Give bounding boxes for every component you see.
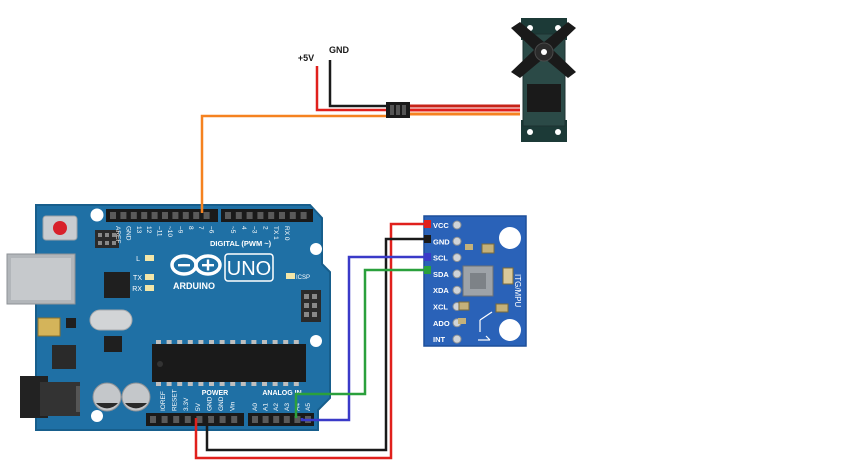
usb-port	[6, 253, 76, 305]
mpu-pin-label: VCC	[433, 221, 449, 230]
led-tx: TX	[133, 274, 154, 282]
mpu-vcc-wire	[194, 222, 428, 460]
digital-pin-label: ~3	[251, 226, 258, 234]
led-rx: RX	[132, 285, 154, 293]
analog-pin-label: A4	[294, 403, 301, 411]
small-chip	[104, 336, 122, 352]
mpu-pin-label: GND	[433, 237, 450, 246]
power-pin-labels: IOREF RESET 3.3V 5V GND GND Vin	[160, 389, 237, 411]
power-pin-label: Vin	[230, 401, 237, 411]
digital-pin-label: 13	[135, 226, 142, 234]
axis-orientation-icon	[478, 311, 493, 341]
digital-header-label: DIGITAL (PWM ~)	[210, 239, 272, 248]
power-pin-label: 3.3V	[183, 397, 190, 411]
mounting-hole	[499, 227, 521, 249]
led-l: L	[136, 255, 154, 263]
power-jack	[20, 376, 80, 418]
icsp-label: ICSP	[296, 275, 310, 281]
icsp-header	[301, 290, 321, 322]
digital-pin-label: 7	[197, 226, 204, 230]
mpu-pin-labels: VCC GND SCL SDA XDA XCL ADO INT	[433, 221, 450, 344]
crystal-oscillator	[89, 309, 133, 331]
servo-vcc-wire	[315, 66, 387, 112]
servo-horn-icon	[511, 22, 576, 78]
analog-header-label: ANALOG IN	[262, 390, 301, 397]
digital-pin-label: 8	[187, 226, 194, 230]
power-pin-label: IOREF	[160, 391, 167, 411]
svg-text:L: L	[136, 256, 140, 263]
mounting-hole	[310, 243, 322, 255]
usb-chip	[104, 272, 130, 298]
mpu-pin-label: ADO	[433, 319, 450, 328]
mpu-pin-label: SCL	[433, 254, 448, 263]
mpu-module-board: VCC GND SCL SDA XDA XCL ADO INT ITG/MPU	[423, 215, 527, 347]
svg-text:RX: RX	[132, 286, 142, 293]
uno-model-label: UNO	[227, 258, 271, 280]
power-pin-label: GND	[218, 396, 225, 411]
wires	[194, 60, 520, 460]
power-pin-label: RESET	[172, 389, 179, 411]
mpu-board-text: ITG/MPU	[513, 274, 522, 308]
digital-pin-label: ~5	[229, 226, 236, 234]
digital-pin-label: 12	[145, 226, 152, 234]
mpu-pin-label: XCL	[433, 303, 448, 312]
digital-pin-label: ~11	[156, 226, 163, 237]
digital-pin-label: 4	[240, 226, 247, 230]
atmega-chip	[152, 344, 306, 382]
mounting-hole	[91, 410, 103, 422]
digital-pin-label: ~6	[208, 226, 215, 234]
capacitor	[92, 382, 122, 412]
power-pin-label: GND	[206, 396, 213, 411]
svg-text:TX: TX	[133, 275, 142, 282]
servo-connector	[386, 102, 410, 118]
analog-pin-label: A2	[273, 403, 280, 411]
gnd-label: GND	[329, 45, 350, 55]
mpu-pin-label: SDA	[433, 270, 449, 279]
arduino-logo-icon	[170, 254, 222, 276]
power-header-label: POWER	[202, 390, 228, 397]
analog-pin-label: A1	[263, 403, 270, 411]
servo-motor	[511, 18, 576, 142]
capacitor	[121, 382, 151, 412]
mpu-sda-wire	[294, 268, 428, 418]
regulator-chip	[52, 345, 76, 369]
mpu-pin-label: INT	[433, 335, 446, 344]
digital-pin-label: AREF	[114, 226, 121, 243]
mpu-gnd-wire	[205, 237, 428, 452]
digital-pin-label: TX 1	[272, 226, 279, 240]
servo-gnd-wire	[328, 60, 387, 108]
mounting-hole	[499, 319, 521, 341]
mounting-hole	[90, 208, 104, 222]
servo-signal-wire	[200, 114, 387, 213]
mounting-hole	[310, 335, 322, 347]
digital-pin-label: ~10	[166, 226, 173, 237]
analog-pin-label: A3	[284, 403, 291, 411]
mpu-sensor-chip	[462, 265, 494, 297]
analog-pin-label: A0	[252, 403, 259, 411]
uno-label-box	[224, 253, 274, 282]
digital-pin-label: ~9	[176, 226, 183, 234]
digital-header-right	[221, 209, 313, 222]
led-on	[286, 273, 295, 279]
chip-pins	[156, 340, 299, 386]
reset-button[interactable]	[42, 215, 78, 241]
digital-pin-label: RX 0	[283, 226, 290, 241]
digital-pin-label: GND	[124, 226, 131, 241]
digital-pin-label: 2	[261, 226, 268, 230]
power-pin-label: 5V	[195, 402, 202, 411]
mpu-pin-label: XDA	[433, 286, 449, 295]
vcc-label: +5V	[298, 53, 314, 63]
arduino-brand-label: ARDUINO	[173, 281, 215, 291]
mpu-scl-wire	[300, 255, 428, 422]
analog-pin-label: A5	[305, 403, 312, 411]
usb-icsp-header	[95, 230, 119, 248]
voltage-regulator	[37, 317, 61, 337]
